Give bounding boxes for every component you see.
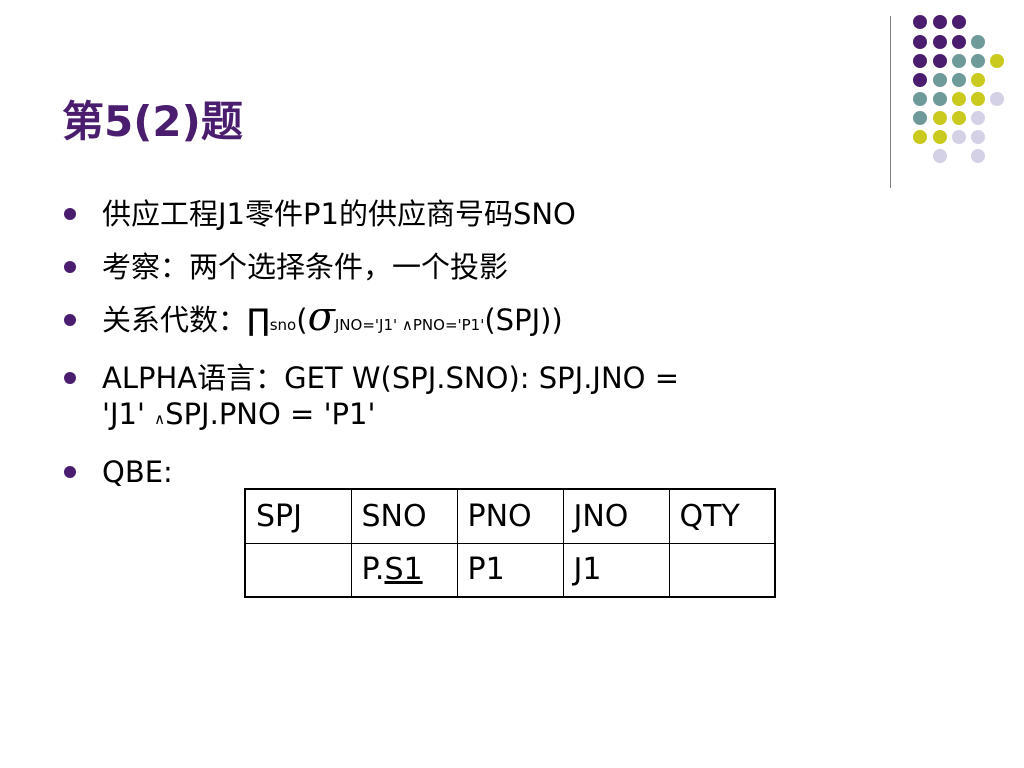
bullet-item-requirement: 供应工程J1零件P1的供应商号码SNO [62,196,882,232]
decorative-divider-line [890,16,891,188]
bullet-item-qbe: QBE: [62,454,882,490]
open-paren: ( [296,303,308,337]
qbe-header-cell: SPJ [244,488,352,544]
alpha-line-2-right: SPJ.PNO = 'P1' [165,397,376,431]
qbe-header-cell: QTY [668,488,776,544]
qbe-table: SPJ SNO PNO JNO QTY P.S1 P1 J1 [244,488,776,598]
qbe-header-cell: SNO [350,488,458,544]
qbe-header-row: SPJ SNO PNO JNO QTY [244,488,776,544]
projection-subscript: sno [269,316,297,334]
algebra-prefix: 关系代数： [102,303,248,337]
bullet-text: 考察：两个选择条件，一个投影 [102,250,509,284]
alpha-line-2: 'J1' ∧SPJ.PNO = 'P1' [102,396,882,437]
qbe-cell-pno: P1 [456,542,564,598]
bullet-list: 供应工程J1零件P1的供应商号码SNO 考察：两个选择条件，一个投影 关系代数：… [62,196,882,507]
and-symbol: ∧ [401,316,413,334]
bullet-text: QBE: [102,455,173,489]
slide-title: 第5(2)题 [62,97,243,146]
selection-subscript-jno: JNO='J1' [334,316,402,334]
and-symbol: ∧ [154,410,166,428]
qbe-header-cell: JNO [562,488,670,544]
projection-symbol: ∏ [247,303,270,338]
qbe-query-row: P.S1 P1 J1 [244,542,776,598]
qbe-header-cell: PNO [456,488,564,544]
alpha-line-1: ALPHA语言：GET W(SPJ.SNO): SPJ.JNO = [102,361,679,395]
bullet-text: 供应工程J1零件P1的供应商号码SNO [102,197,576,231]
qbe-cell [244,542,352,598]
selection-subscript-pno: PNO='P1' [412,316,485,334]
qbe-cell [668,542,776,598]
bullet-item-relational-algebra: 关系代数：∏sno(σJNO='J1' ∧PNO='P1'(SPJ)) [62,297,882,343]
alpha-line-2-left: 'J1' [102,397,155,431]
decorative-dot-grid [913,15,1004,163]
qbe-cell-jno: J1 [562,542,670,598]
bullet-item-alpha: ALPHA语言：GET W(SPJ.SNO): SPJ.JNO = 'J1' ∧… [62,360,882,437]
algebra-tail: (SPJ)) [484,303,563,337]
print-operator: P. [361,552,385,588]
bullet-item-analysis: 考察：两个选择条件，一个投影 [62,249,882,285]
example-element: S1 [384,552,423,588]
selection-symbol: σ [307,294,335,340]
qbe-cell-sno: P.S1 [350,542,458,598]
